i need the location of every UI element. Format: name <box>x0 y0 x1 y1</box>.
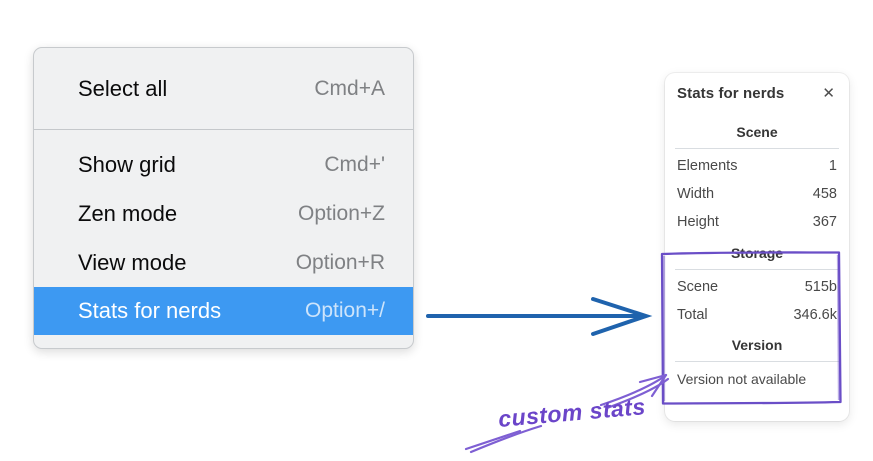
menu-item-label: Zen mode <box>78 200 178 226</box>
section-header: Version <box>731 337 783 353</box>
section-divider <box>675 361 839 362</box>
menu-item-shortcut: Option+/ <box>305 299 385 322</box>
stat-row-elements: Elements 1 <box>665 152 849 180</box>
close-icon[interactable]: ✕ <box>822 85 835 102</box>
stat-label: Elements <box>677 158 738 174</box>
stat-label: Width <box>677 186 715 202</box>
stat-row-scene-storage: Scene 515b <box>665 273 849 301</box>
section-version: Version Version not available <box>665 337 849 387</box>
menu-divider <box>34 129 413 130</box>
menu-item-zen-mode[interactable]: Zen mode Option+Z <box>34 189 413 238</box>
section-divider <box>675 269 839 270</box>
custom-stats-label: custom stats <box>497 393 647 432</box>
stat-label: Total <box>677 307 708 323</box>
stat-value: 515b <box>804 279 837 295</box>
section-header: Storage <box>730 245 784 261</box>
menu-item-label: Select all <box>78 75 168 101</box>
section-divider <box>675 148 839 149</box>
menu-item-shortcut: Option+R <box>295 250 385 274</box>
stats-panel: Stats for nerds ✕ Scene Elements 1 Width… <box>665 73 849 421</box>
section-scene: Scene Elements 1 Width 458 Height 367 <box>665 124 849 236</box>
menu-item-label: View mode <box>78 249 187 275</box>
flow-arrow <box>426 297 653 336</box>
stat-value: 346.6k <box>793 307 837 323</box>
stat-value: 458 <box>812 186 837 202</box>
menu-item-stats-for-nerds[interactable]: Stats for nerds Option+/ <box>34 287 413 335</box>
stat-value: 1 <box>828 158 837 174</box>
menu-item-label: Stats for nerds <box>78 298 222 323</box>
menu-item-view-mode[interactable]: View mode Option+R <box>34 238 413 287</box>
section-storage: Storage Scene 515b Total 346.6k <box>665 245 849 329</box>
stats-panel-title: Stats for nerds <box>677 85 785 102</box>
menu-section-top: Select all Cmd+A <box>34 48 413 129</box>
stat-label: Height <box>677 214 719 230</box>
menu-section-bottom: Show grid Cmd+' Zen mode Option+Z View m… <box>34 130 413 335</box>
menu-item-shortcut: Cmd+A <box>314 76 385 100</box>
section-header: Scene <box>736 124 778 140</box>
menu-item-shortcut: Cmd+' <box>324 152 385 176</box>
version-note: Version not available <box>677 371 807 387</box>
stat-label: Scene <box>677 279 719 295</box>
stat-row-width: Width 458 <box>665 180 849 208</box>
stat-row-total-storage: Total 346.6k <box>665 301 849 329</box>
stat-value: 367 <box>812 214 837 230</box>
context-menu: Select all Cmd+A Show grid Cmd+' Zen mod… <box>33 47 414 349</box>
menu-item-select-all[interactable]: Select all Cmd+A <box>34 64 413 113</box>
stats-panel-header: Stats for nerds ✕ <box>665 85 849 102</box>
menu-item-show-grid[interactable]: Show grid Cmd+' <box>34 140 413 189</box>
menu-item-label: Show grid <box>78 151 176 177</box>
stat-row-height: Height 367 <box>665 208 849 236</box>
menu-item-shortcut: Option+Z <box>298 201 385 225</box>
